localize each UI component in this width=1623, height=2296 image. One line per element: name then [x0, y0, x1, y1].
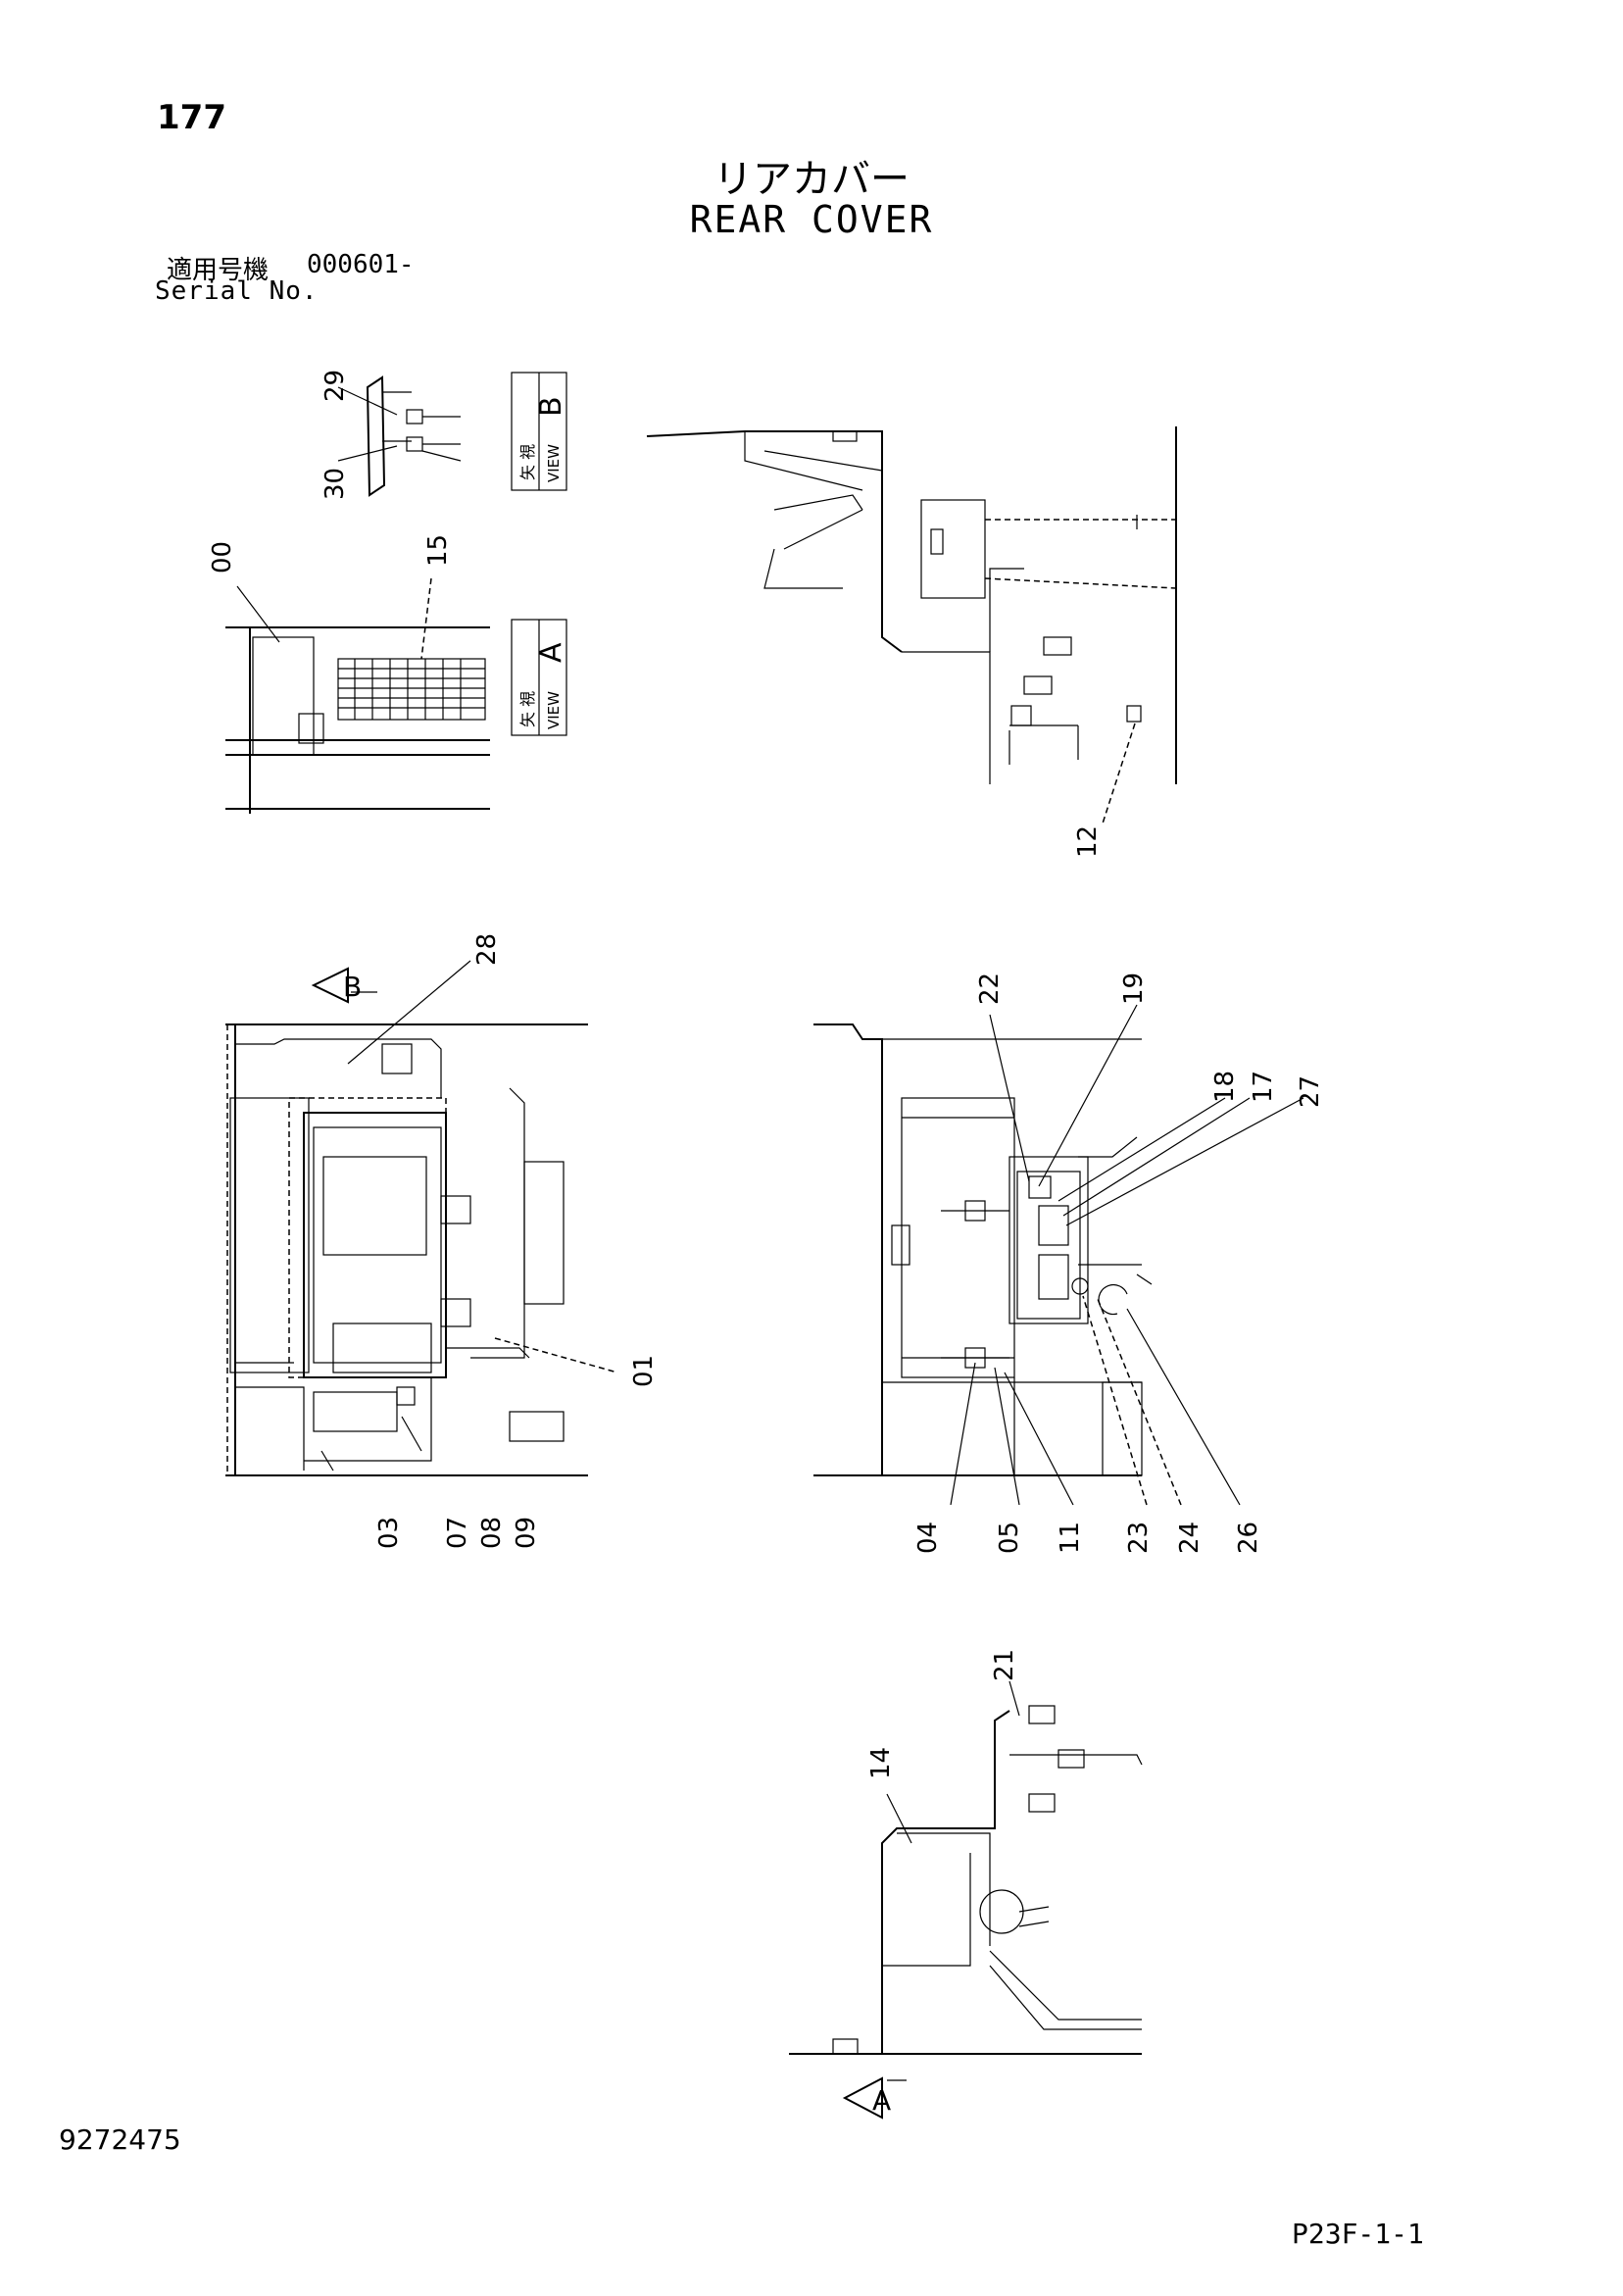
callout-23: 23	[1124, 1522, 1154, 1554]
view-b-word: VIEW	[545, 444, 563, 482]
callout-28: 28	[472, 933, 502, 966]
page-title-english: REAR COVER	[689, 198, 934, 241]
callout-26: 26	[1234, 1522, 1263, 1554]
view-b-detail	[337, 375, 462, 497]
callout-05: 05	[995, 1522, 1024, 1554]
view-b-label-box: 矢 視 VIEW B	[511, 372, 568, 491]
view-a-kanji: 矢 視	[518, 691, 537, 727]
middle-left-view: B	[225, 960, 618, 1476]
callout-08: 08	[477, 1517, 507, 1549]
middle-right-view	[813, 1004, 1304, 1506]
page-number: 177	[157, 98, 226, 137]
callout-00: 00	[208, 541, 237, 574]
serial-number-value: 000601-	[307, 250, 415, 279]
callout-09: 09	[512, 1517, 541, 1549]
page-title-japanese: リアカバー	[713, 157, 910, 202]
callout-11: 11	[1056, 1522, 1085, 1554]
callout-04: 04	[913, 1522, 943, 1554]
view-a-letter: A	[534, 642, 568, 663]
callout-12: 12	[1073, 825, 1103, 858]
callout-15: 15	[423, 534, 453, 567]
callout-29: 29	[320, 370, 350, 402]
drawing-number: 9272475	[59, 2123, 181, 2156]
view-marker-a: A	[872, 2084, 891, 2117]
callout-07: 07	[443, 1517, 472, 1549]
callout-22: 22	[975, 973, 1005, 1005]
page-code: P23F-1-1	[1292, 2218, 1424, 2250]
callout-27: 27	[1296, 1075, 1325, 1108]
view-a-detail	[225, 577, 490, 814]
callout-30: 30	[320, 468, 350, 500]
view-b-letter: B	[534, 396, 568, 417]
callout-21: 21	[990, 1649, 1019, 1681]
callout-03: 03	[374, 1517, 404, 1549]
callout-19: 19	[1119, 973, 1149, 1005]
view-a-label-box: 矢 視 VIEW A	[511, 619, 568, 736]
callout-24: 24	[1175, 1522, 1205, 1554]
view-marker-b: B	[343, 971, 362, 1003]
serial-label-english: Serial No.	[155, 276, 319, 306]
view-a-word: VIEW	[545, 691, 563, 729]
serial-label-japanese: 適用号機	[167, 256, 270, 285]
callout-01: 01	[629, 1355, 659, 1387]
view-b-kanji: 矢 視	[518, 444, 537, 480]
callout-17: 17	[1249, 1071, 1278, 1103]
top-right-view	[646, 426, 1177, 824]
callout-18: 18	[1210, 1071, 1240, 1103]
bottom-view: A	[789, 1680, 1143, 2120]
callout-14: 14	[866, 1747, 896, 1779]
